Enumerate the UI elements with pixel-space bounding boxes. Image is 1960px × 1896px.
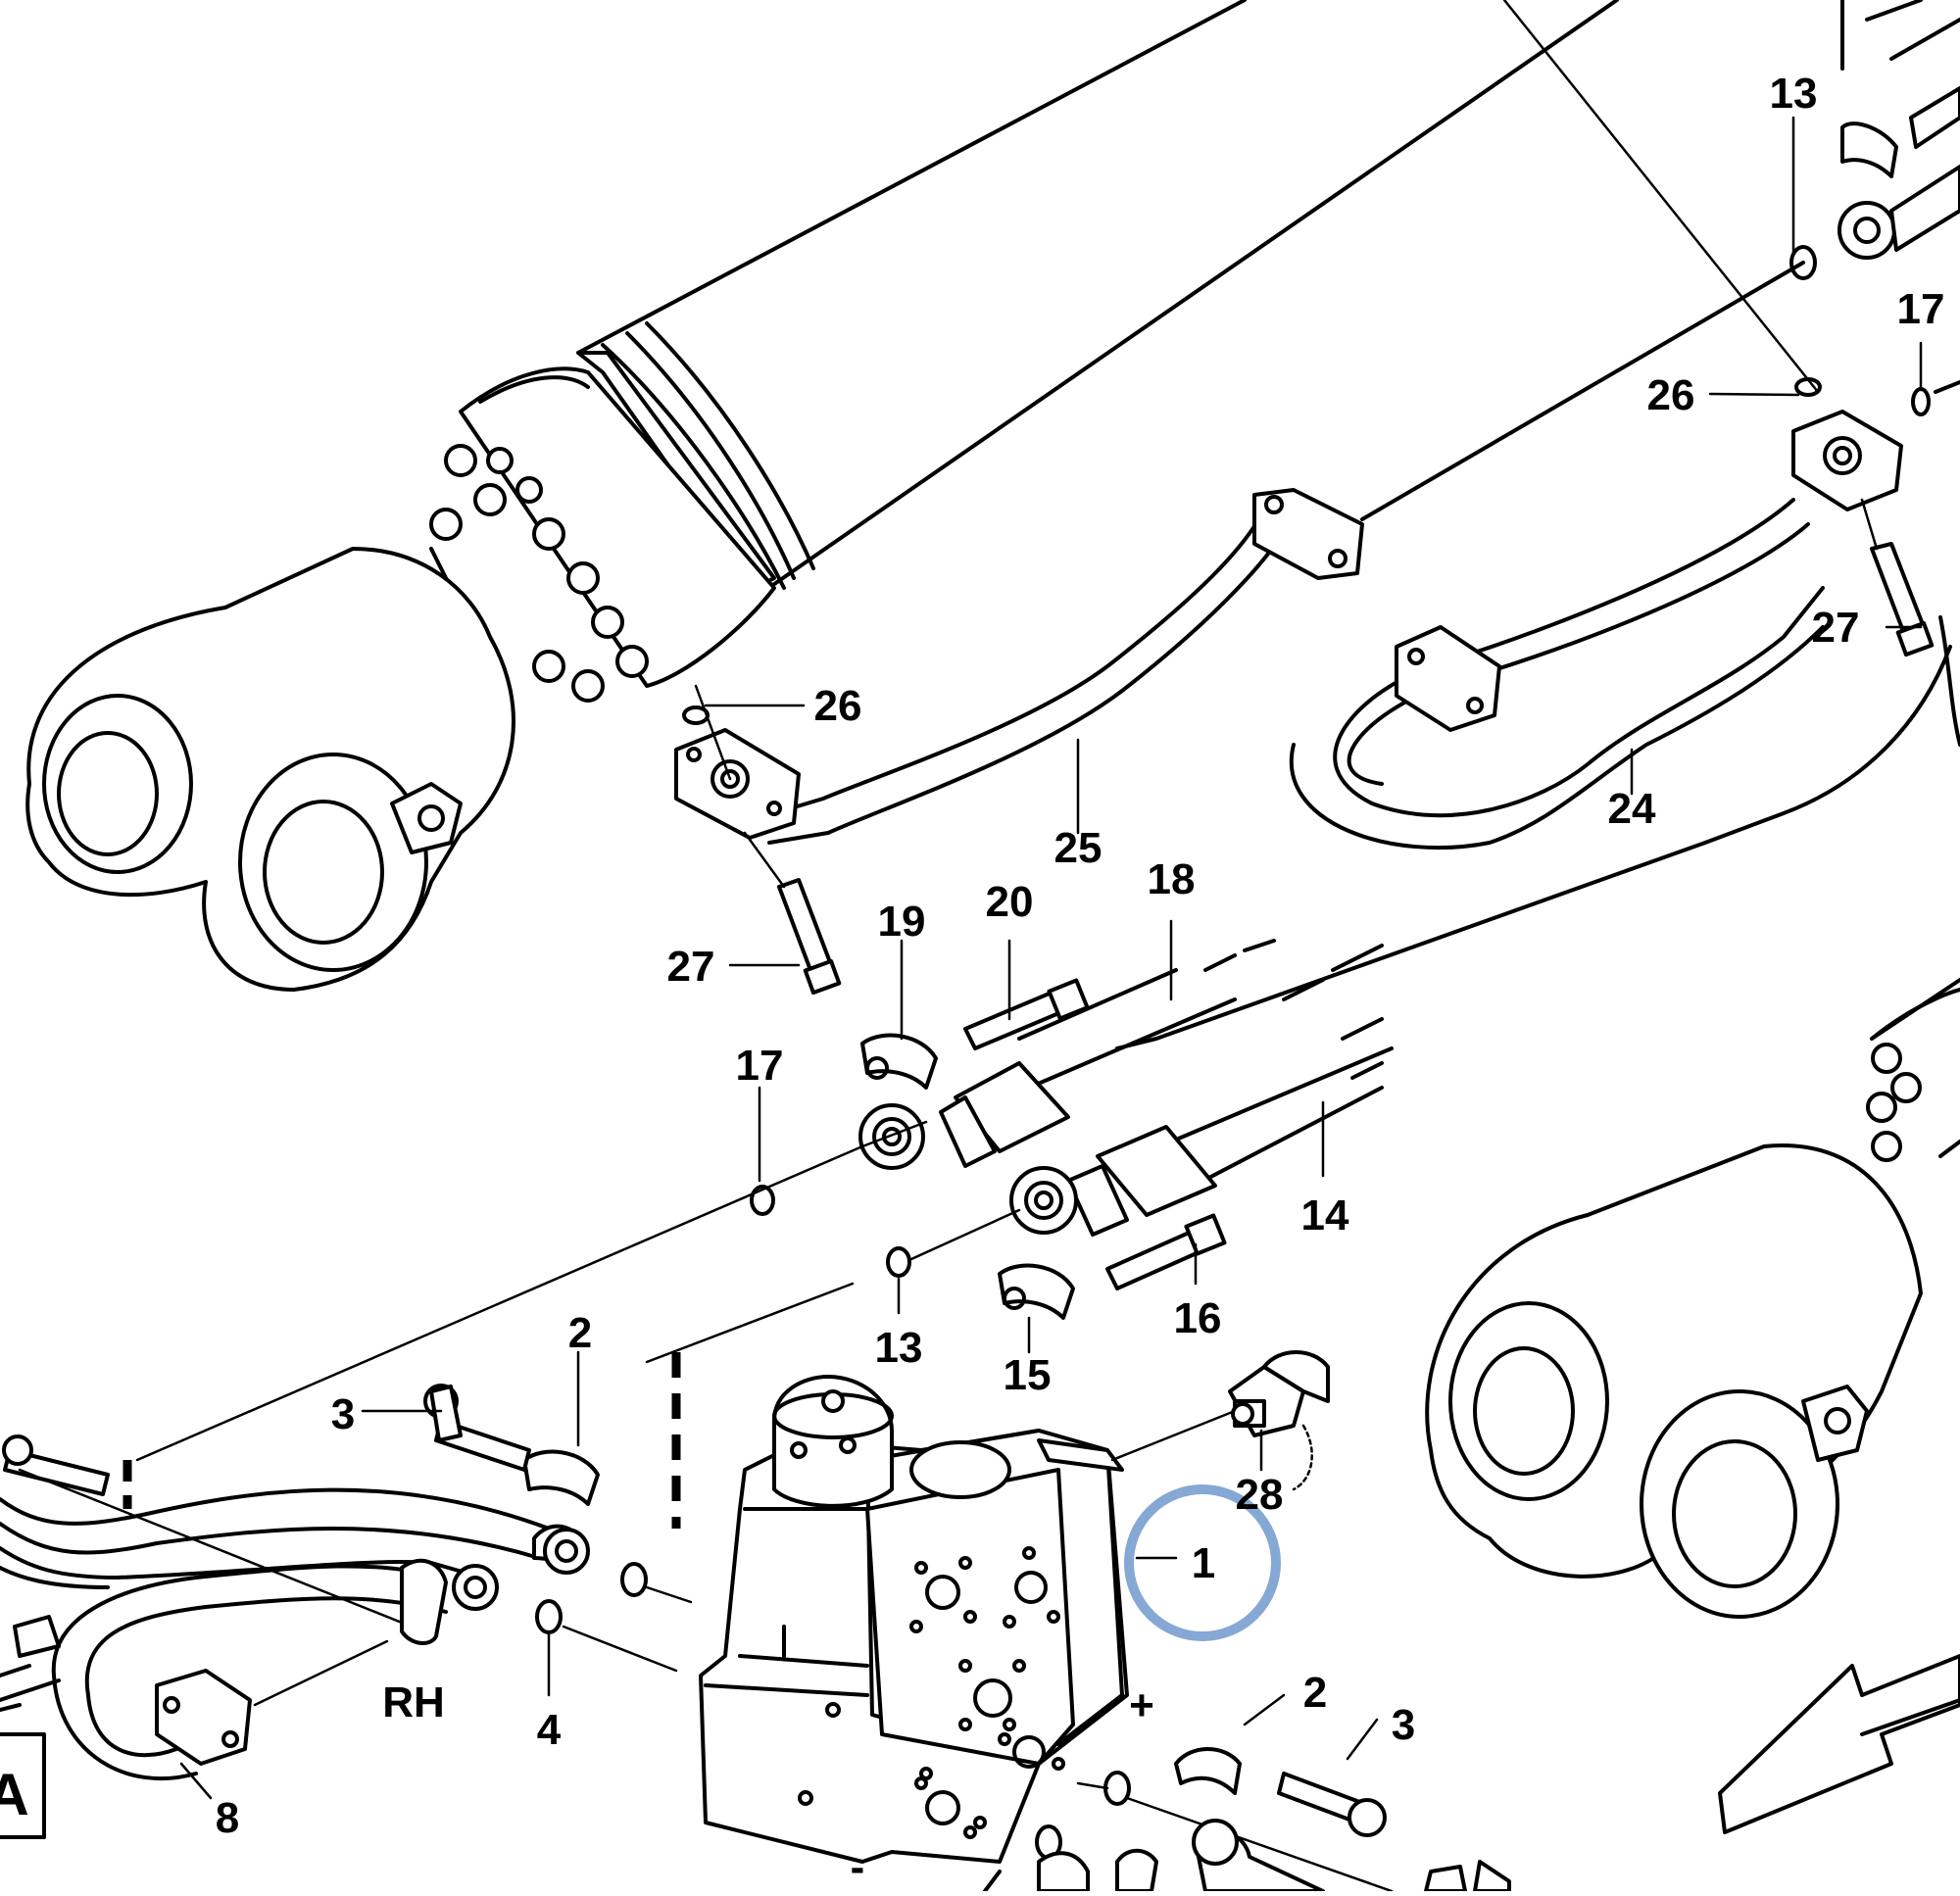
callout-16: 16	[1174, 1294, 1222, 1342]
hose-18	[858, 939, 1384, 1170]
callout-26-right: 26	[1647, 371, 1695, 419]
callout-3-left: 3	[331, 1390, 355, 1438]
upper-right-hardware	[1502, 0, 1960, 394]
polarity-minus: -	[851, 1843, 865, 1891]
oring-17-left	[750, 1185, 775, 1216]
leader-lines	[179, 116, 1923, 1800]
right-cylinder	[1425, 978, 1960, 1619]
callout-a: A	[0, 1762, 29, 1827]
valve-ports	[798, 1546, 1065, 1839]
direction-arrow	[1718, 1654, 1960, 1834]
callout-2-right: 2	[1303, 1669, 1327, 1717]
bolt-27-left	[743, 831, 842, 996]
callout-14: 14	[1301, 1191, 1349, 1240]
callout-25: 25	[1054, 824, 1102, 872]
left-pipes	[0, 1384, 693, 1781]
callout-rh: RH	[382, 1678, 445, 1726]
callout-18: 18	[1148, 855, 1196, 903]
polarity-plus: +	[1129, 1681, 1154, 1729]
callout-2-left: 2	[568, 1309, 592, 1357]
cap-28	[1228, 1350, 1330, 1491]
callout-20: 20	[986, 878, 1034, 926]
callout-26-left: 26	[814, 682, 862, 730]
callout-8: 8	[216, 1794, 239, 1842]
oring-13-mid	[886, 1246, 911, 1278]
callout-1: 1	[1192, 1539, 1215, 1587]
callout-4: 4	[537, 1706, 562, 1754]
hose-14	[1009, 1017, 1394, 1237]
bolt-16	[1105, 1213, 1227, 1290]
callout-28: 28	[1236, 1471, 1284, 1519]
clamp-19	[860, 1033, 938, 1090]
pipe-24	[1115, 377, 1960, 1050]
callout-27-right: 27	[1812, 604, 1860, 652]
pipe-25	[674, 261, 1805, 845]
head-bolts	[429, 444, 649, 703]
left-cylinder	[25, 0, 1619, 992]
callout-13-mid: 13	[875, 1324, 923, 1372]
callout-24: 24	[1608, 785, 1656, 833]
callout-19: 19	[878, 898, 926, 946]
bolt-20	[963, 978, 1090, 1050]
callout-17-left: 17	[736, 1042, 784, 1090]
callout-3-right: 3	[1392, 1701, 1415, 1749]
bolt-27-right	[1860, 498, 1935, 657]
callout-labels: 13 17 26 27 26 25 24 27 19 20 18 17 14 1…	[0, 70, 1944, 1891]
view-reference-box	[0, 1732, 46, 1839]
lower-right-fittings	[983, 1747, 1511, 1893]
callout-13-top: 13	[1770, 70, 1818, 118]
callout-15: 15	[1004, 1351, 1052, 1399]
valve-block	[699, 1375, 1237, 1864]
dashed-guides	[122, 1352, 681, 1529]
callout-17-right: 17	[1897, 285, 1945, 333]
clamp-15	[998, 1263, 1075, 1320]
callout-27-left: 27	[667, 943, 715, 991]
highlight-circle	[1124, 1484, 1281, 1641]
